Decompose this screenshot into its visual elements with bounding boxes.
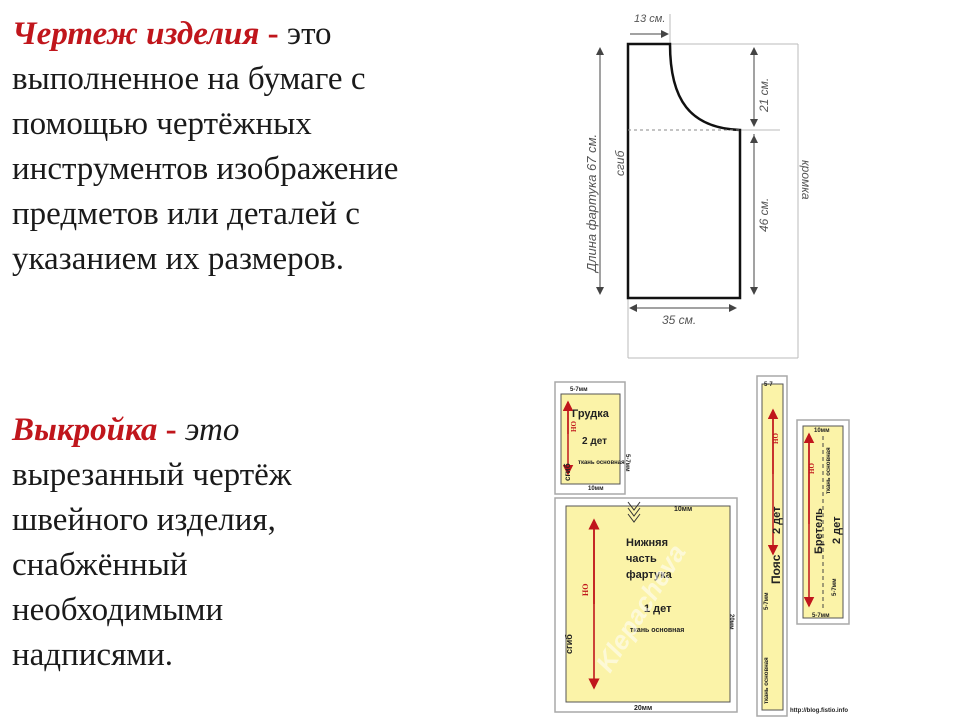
definition-text-line-6: надписями. (12, 637, 174, 673)
apron-title-1: Нижняя (626, 537, 668, 549)
bib-grain: НО (570, 421, 578, 432)
apron-title-3: фартука (626, 569, 673, 581)
definition-text-line-1: это (278, 16, 332, 52)
definition-text-line-2: выполненное на бумаге с (12, 61, 366, 97)
definition-pattern: Выкройка - это вырезанный чертёж швейног… (12, 408, 452, 678)
definition-text-line-3: швейного изделия, (12, 502, 276, 538)
term-pattern: Выкройка (12, 412, 158, 448)
apron-technical-drawing: 13 см. 21 см. 46 см. Длина фартука 67 см… (584, 13, 813, 359)
term-dash: - (165, 412, 177, 448)
belt-count: 2 дет (771, 506, 783, 534)
term-drawing: Чертеж изделия (12, 16, 260, 52)
definition-text-line-1: это (176, 412, 240, 448)
pattern-belt: 5-7 НО Пояс 2 дет 5-7мм ткань основная (756, 375, 788, 717)
dim-lower-label: 46 см. (757, 198, 771, 232)
term-dash: - (267, 16, 279, 52)
pattern-pieces: 5-7мм Грудка 2 дет ткань основная сгиб Н… (554, 375, 850, 717)
fold-label: сгиб (613, 149, 627, 176)
strap-fabric: ткань основная (826, 447, 832, 494)
strap-allowance-bottom: 5-7мм (812, 613, 830, 619)
length-label: Длина фартука 67 см. (584, 134, 599, 274)
bib-allowance-top: 5-7мм (570, 387, 588, 393)
source-text: http://blog.fistio.info (790, 708, 848, 714)
definition-text-line-4: инструментов изображение (12, 151, 399, 187)
strap-allowance-top: 10мм (814, 428, 830, 434)
definition-text-line-2: вырезанный чертёж (12, 457, 292, 493)
definition-text-line-5: необходимыми (12, 592, 224, 628)
bib-title: Грудка (572, 408, 610, 420)
belt-title: Пояс (769, 554, 783, 584)
bib-fabric: ткань основная (578, 460, 625, 466)
edge-label: кромка (799, 160, 813, 200)
belt-allowance-side: 5-7мм (764, 592, 770, 610)
strap-allowance-side: 5-7мм (832, 578, 838, 596)
dim-upper-label: 21 см. (757, 78, 771, 113)
bib-fold: сгиб (563, 463, 572, 481)
belt-grain: НО (772, 433, 780, 444)
apron-fabric: ткань основная (630, 627, 684, 634)
apron-count: 1 дет (644, 603, 672, 615)
pattern-strap: 10мм НО Бретель 2 дет ткань основная 5-7… (796, 419, 850, 625)
bib-allowance-side: 5-7мм (624, 454, 630, 472)
apron-title-2: часть (626, 553, 657, 565)
definition-text-line-4: снабжённый (12, 547, 188, 583)
bib-count: 2 дет (582, 436, 607, 447)
definition-text-line-5: предметов или деталей с (12, 196, 360, 232)
apron-allowance-bottom: 20мм (634, 705, 652, 712)
apron-fold: сгиб (564, 634, 574, 654)
strap-title: Бретель (813, 508, 825, 554)
pattern-bib: 5-7мм Грудка 2 дет ткань основная сгиб Н… (554, 381, 630, 495)
pattern-apron-lower: 10мм Нижняя часть фартука 1 дет ткань ос… (554, 497, 738, 713)
definition-drawing: Чертеж изделия - это выполненное на бума… (12, 12, 462, 282)
definition-text-line-6: указанием их размеров. (12, 241, 344, 277)
belt-fabric: ткань основная (764, 657, 770, 704)
apron-grain: НО (581, 584, 590, 596)
dim-bottom-label: 35 см. (662, 313, 696, 327)
belt-allowance-top: 5-7 (764, 382, 773, 388)
apron-outline (626, 42, 742, 300)
strap-grain: НО (808, 463, 816, 474)
definition-text-line-3: помощью чертёжных (12, 106, 312, 142)
bib-allowance-bottom: 10мм (588, 486, 604, 492)
apron-allowance-top: 10мм (674, 506, 692, 513)
strap-count: 2 дет (831, 516, 843, 544)
dim-top-label: 13 см. (634, 13, 665, 25)
apron-allowance-side: 20мм (728, 614, 734, 630)
